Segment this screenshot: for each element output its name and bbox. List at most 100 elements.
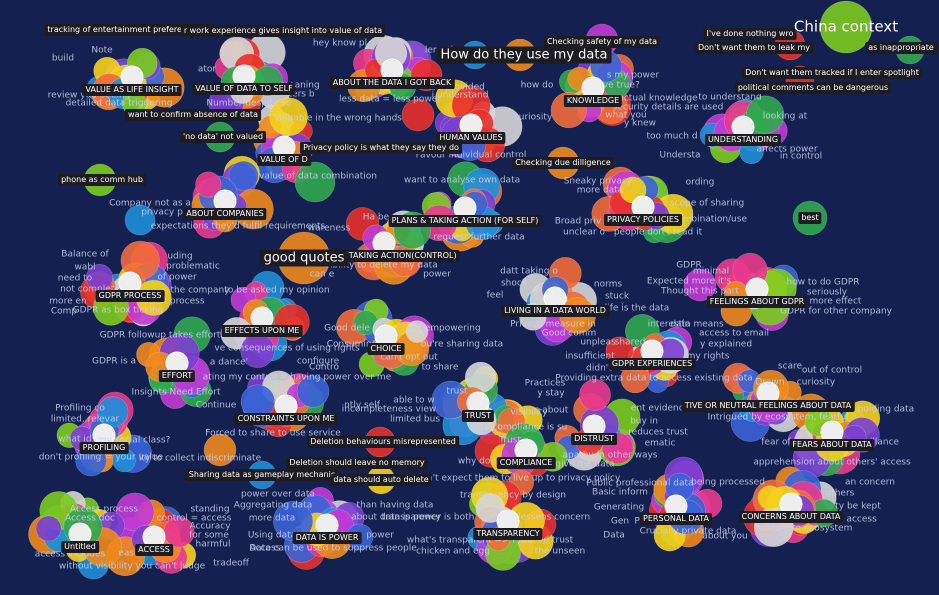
- node-bubble[interactable]: [579, 379, 611, 411]
- node-bubble[interactable]: [475, 493, 505, 523]
- tag-label[interactable]: Deletion should leave no memory: [286, 457, 428, 469]
- node-bubble[interactable]: [294, 161, 336, 203]
- note-text: hey know pl: [312, 38, 368, 49]
- node-bubble[interactable]: [269, 97, 308, 137]
- node-bubble[interactable]: [757, 485, 783, 511]
- hub-label-value-of-data-to-self[interactable]: VALUE OF DATA TO SELF: [192, 83, 296, 95]
- note-text: power: [366, 530, 394, 541]
- hub-label-choice[interactable]: CHOICE: [367, 343, 405, 355]
- tag-label[interactable]: want to confirm absence of data: [125, 109, 261, 121]
- highlight-label[interactable]: good quotes: [259, 249, 349, 267]
- node-bubble[interactable]: [228, 160, 259, 191]
- hub-label-access[interactable]: ACCESS: [135, 544, 173, 556]
- note-text: more data: [576, 185, 624, 196]
- note-text: ntly self: [344, 400, 380, 411]
- note-text: visibility: [510, 407, 548, 418]
- note-text: wabl: [74, 262, 96, 273]
- hub-label-value-as-life-insight[interactable]: VALUE AS LIFE INSIGHT: [82, 84, 182, 96]
- node-bubble[interactable]: [683, 268, 717, 302]
- tag-label[interactable]: r work experience gives insight into val…: [180, 25, 386, 37]
- highlight-label[interactable]: How do they use my data: [436, 46, 612, 64]
- hub-label-gdpr-process[interactable]: GDPR PROCESS: [95, 290, 165, 302]
- tag-label[interactable]: 'no data' not valued: [179, 131, 267, 143]
- note-text: y knew: [623, 118, 657, 129]
- node-bubble[interactable]: [819, 0, 873, 54]
- hub-label-concerns-about-data[interactable]: CONCERNS ABOUT DATA: [738, 511, 844, 523]
- hub-label-plans-actions-self[interactable]: PLANS & TAKING ACTION (FOR SELF): [388, 215, 542, 227]
- tag-label[interactable]: I've done nothing wro: [703, 28, 797, 40]
- hub-label-constraints-upon-me[interactable]: CONSTRAINTS UPON ME: [234, 413, 338, 425]
- hub-label-distrust[interactable]: DISTRUST: [571, 433, 617, 445]
- note-text: Pulled into ecosystem: [753, 523, 853, 534]
- hub-label-effort[interactable]: EFFORT: [158, 370, 196, 382]
- hub-label-transparency[interactable]: TRANSPARENCY: [473, 528, 543, 540]
- tag-label[interactable]: Checking safety of my data: [543, 36, 661, 48]
- node-bubble[interactable]: [35, 515, 62, 542]
- note-text: s my power: [606, 70, 660, 81]
- node-bubble[interactable]: [401, 98, 435, 132]
- hub-label-value-of-d[interactable]: VALUE OF D: [257, 154, 311, 166]
- hub-label-knowledge[interactable]: KNOWLEDGE: [563, 95, 623, 107]
- tag-label[interactable]: tracking of entertainment preferences ok: [44, 24, 216, 36]
- tag-label[interactable]: data should auto delete: [330, 474, 432, 486]
- hub-label-data-is-power[interactable]: DATA IS POWER: [292, 532, 362, 544]
- node-bubble[interactable]: [296, 375, 330, 408]
- note-text: privacy p: [141, 207, 183, 218]
- note-text: stuck: [604, 291, 630, 302]
- note-text: Access process: [69, 504, 139, 515]
- hub-label-privacy-policies[interactable]: PRIVACY POLICIES: [604, 214, 682, 226]
- note-text: Number despite se: [206, 98, 292, 109]
- note-text: ating my control = having power over me: [202, 372, 392, 383]
- node-bubble[interactable]: [746, 95, 785, 134]
- node-bubble[interactable]: [203, 433, 237, 467]
- hub-label-about-the-data-i-got-back[interactable]: ABOUT THE DATA I GOT BACK: [329, 77, 455, 89]
- tag-label[interactable]: as inappropriate: [865, 42, 937, 54]
- hub-label-compliance[interactable]: COMPLIANCE: [496, 457, 556, 469]
- hub-label-fears-about-data[interactable]: FEARS ABOUT DATA: [789, 439, 875, 451]
- hub-label-feelings-about-gdpr[interactable]: FEELINGS ABOUT GDPR: [706, 296, 808, 308]
- tag-label[interactable]: Sharing data as gameplay mechanic: [185, 469, 339, 481]
- tag-label[interactable]: Privacy policy is what they say they do: [300, 142, 462, 154]
- node-bubble[interactable]: [405, 320, 429, 343]
- tag-label[interactable]: Checking due dilligence: [512, 157, 614, 169]
- hub-label-effects-upon-me[interactable]: EFFECTS UPON ME: [221, 325, 303, 337]
- tag-label[interactable]: political comments can be dangerous: [734, 82, 892, 94]
- note-text: norms: [593, 279, 623, 290]
- note-text: Insights Need Effort: [131, 387, 221, 398]
- tag-label[interactable]: Don't want them to leak my: [695, 42, 813, 54]
- note-text: scope of sharing: [669, 198, 745, 209]
- node-bubble[interactable]: [124, 204, 156, 236]
- note-text: = your value: [104, 452, 164, 463]
- hub-label-untitled[interactable]: Untitled: [61, 541, 99, 553]
- note-text: y explained: [699, 339, 753, 350]
- note-text: about you: [702, 531, 748, 542]
- note-text: Trust: [499, 435, 521, 446]
- hub-label-about-companies[interactable]: ABOUT COMPANIES: [183, 208, 267, 220]
- note-text: unpleas: [580, 337, 616, 348]
- hub-label-living-in-a-data-world[interactable]: LIVING IN A DATA WORLD: [501, 305, 609, 317]
- highlight-label[interactable]: China context: [793, 17, 899, 36]
- note-text: about data is power: [351, 512, 441, 523]
- tag-label[interactable]: Deletion behaviours misrepresented: [307, 436, 459, 448]
- node-bubble[interactable]: [97, 396, 129, 428]
- tag-label[interactable]: best: [798, 212, 822, 224]
- tag-label[interactable]: Don't want them tracked if I enter spotl…: [742, 67, 922, 79]
- hub-label-understanding[interactable]: UNDERSTANDING: [704, 134, 782, 146]
- note-text: meaning: [280, 80, 320, 91]
- hub-label-trust[interactable]: TRUST: [461, 410, 495, 422]
- note-text: Consuming: [326, 339, 378, 350]
- note-text: without visibility you can't judge: [58, 561, 206, 572]
- note-text: being processed: [691, 477, 765, 488]
- note-text: datt taking o: [500, 266, 558, 277]
- note-text: to understand: [698, 92, 762, 103]
- hub-label-profiling[interactable]: PROFILING: [79, 442, 129, 454]
- hub-label-gdpr-experiences[interactable]: GDPR EXPERIENCES: [608, 358, 696, 370]
- node-bubble[interactable]: [195, 171, 222, 198]
- hub-label-personal-data[interactable]: PERSONAL DATA: [640, 513, 712, 525]
- hub-label-human-values[interactable]: HUMAN VALUES: [436, 132, 506, 144]
- note-text: of power: [157, 272, 197, 283]
- hub-label-positive-negative-feelings[interactable]: TIVE OR NEUTRAL FEELINGS ABOUT DATA: [681, 400, 855, 412]
- tag-label[interactable]: phone as comm hub: [58, 174, 146, 186]
- note-text: minimal: [692, 266, 730, 277]
